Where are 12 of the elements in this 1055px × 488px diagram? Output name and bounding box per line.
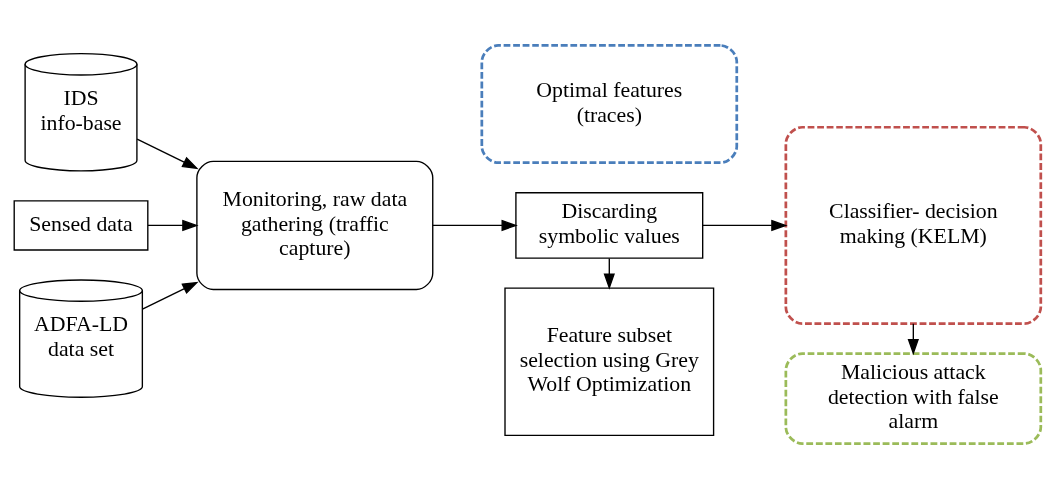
node-box: Classifier- decision making (KELM)	[784, 125, 1043, 325]
node-box: Optimal features (traces)	[480, 43, 739, 164]
arrow	[432, 219, 518, 231]
node-box: Sensed data	[13, 199, 149, 251]
node-box: Malicious attack detection with false alarm	[784, 351, 1043, 445]
node-box: Feature subset selection using Grey Wolf Optimization	[504, 286, 715, 436]
arrow	[147, 219, 199, 231]
arrow	[141, 281, 199, 310]
arrow	[702, 219, 788, 231]
node-box: Monitoring, raw data gathering (traffic capture)	[196, 160, 434, 290]
arrow	[136, 137, 199, 169]
node-box: Discarding symbolic values	[515, 191, 704, 259]
